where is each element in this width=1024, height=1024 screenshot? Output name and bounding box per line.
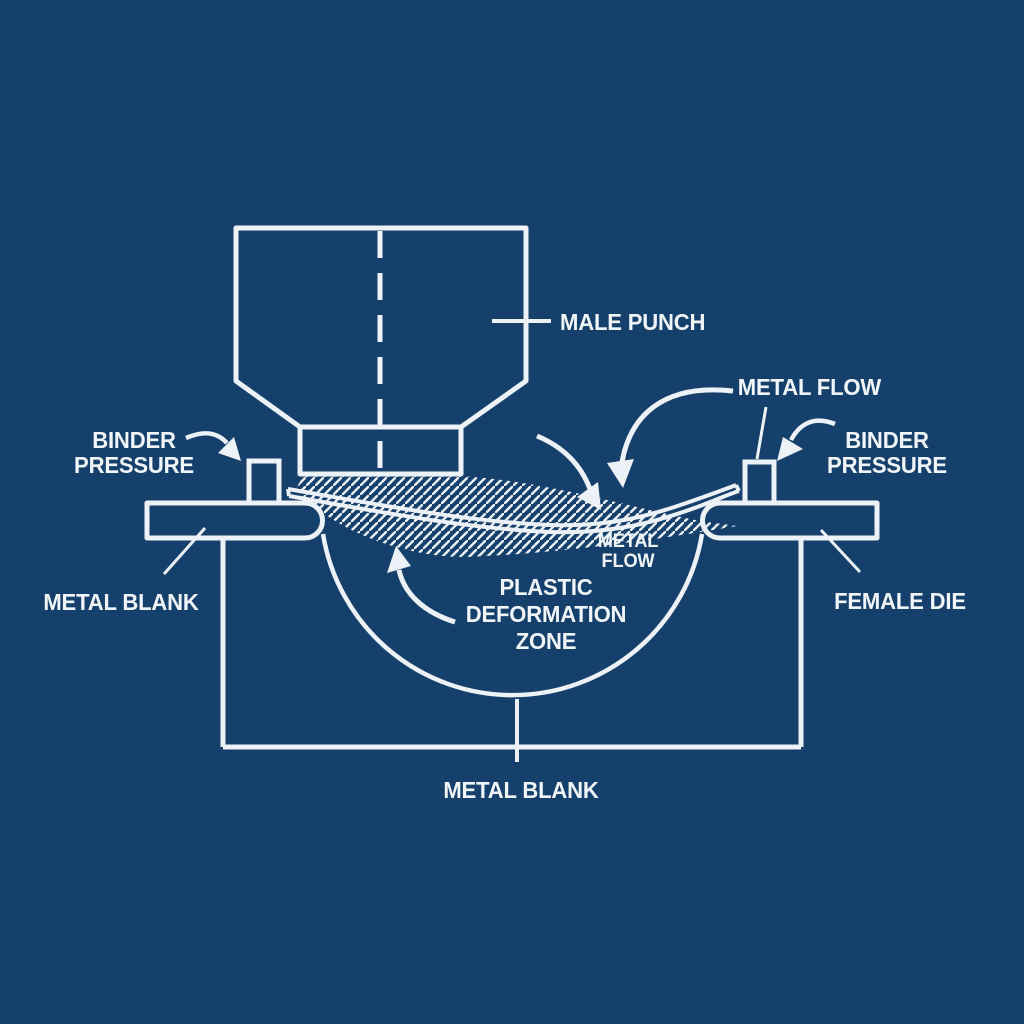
metal-blank-sheet-left-tip [286, 488, 291, 497]
female-die-label: FEMALE DIE [834, 588, 966, 614]
metal-flow-arrow-2 [536, 433, 593, 490]
binder-pressure-right-line1: BINDER [845, 427, 929, 453]
binder-pressure-left-arrowhead [218, 437, 241, 461]
plastic-deformation-zone-line3: ZONE [515, 628, 577, 654]
metal-flow-small-line1: METAL [597, 531, 659, 552]
male-punch-neck [297, 427, 464, 477]
binder-pressure-right-arrowhead [777, 437, 803, 461]
female-die-leader-line [819, 528, 862, 574]
metal-flow-arrowhead-2 [577, 482, 601, 510]
plastic-deformation-zone-line1: PLASTIC [499, 574, 593, 600]
metal-blank-left-leader-line [162, 527, 207, 575]
die-flange-left [144, 500, 325, 541]
metal-blank-left-label: METAL BLANK [43, 589, 199, 615]
metal-flow-arrowhead [607, 459, 634, 488]
binder-pressure-left-line2: PRESSURE [74, 452, 194, 478]
binder-pressure-left-line1: BINDER [92, 427, 176, 453]
binder-pressure-right-label: BINDER PRESSURE [810, 428, 964, 478]
plastic-deformation-zone-hatch [296, 476, 737, 558]
plastic-deformation-zone-label: PLASTIC DEFORMATION ZONE [450, 574, 642, 655]
binder-pressure-right-line2: PRESSURE [827, 452, 947, 478]
binder-pressure-left-arrow [185, 431, 229, 445]
metal-blank-sheet-top [287, 483, 737, 528]
metal-blank-bottom-label: METAL BLANK [443, 777, 599, 803]
die-flange-right [700, 500, 880, 541]
binder-post-right [742, 459, 777, 506]
metal-blank-sheet-bottom [288, 489, 740, 535]
metal-flow-small-label: METAL FLOW [580, 532, 676, 572]
metal-flow-upper-label: METAL FLOW [737, 374, 882, 400]
metal-flow-leader-line [755, 406, 768, 460]
plastic-deformation-zone-line2: DEFORMATION [465, 601, 627, 627]
metal-blank-sheet-right-tip [734, 484, 741, 492]
binder-pressure-right-arrow [789, 418, 836, 442]
binder-pressure-left-label: BINDER PRESSURE [57, 428, 211, 478]
metal-flow-arrow [619, 387, 734, 463]
female-die-bowl [320, 533, 705, 698]
male-punch-label: MALE PUNCH [560, 309, 706, 335]
plastic-deformation-zone-arrowhead [387, 546, 411, 573]
plastic-deformation-zone-arrow [396, 569, 456, 625]
binder-post-left [246, 458, 282, 506]
metal-flow-small-line2: FLOW [601, 551, 655, 572]
